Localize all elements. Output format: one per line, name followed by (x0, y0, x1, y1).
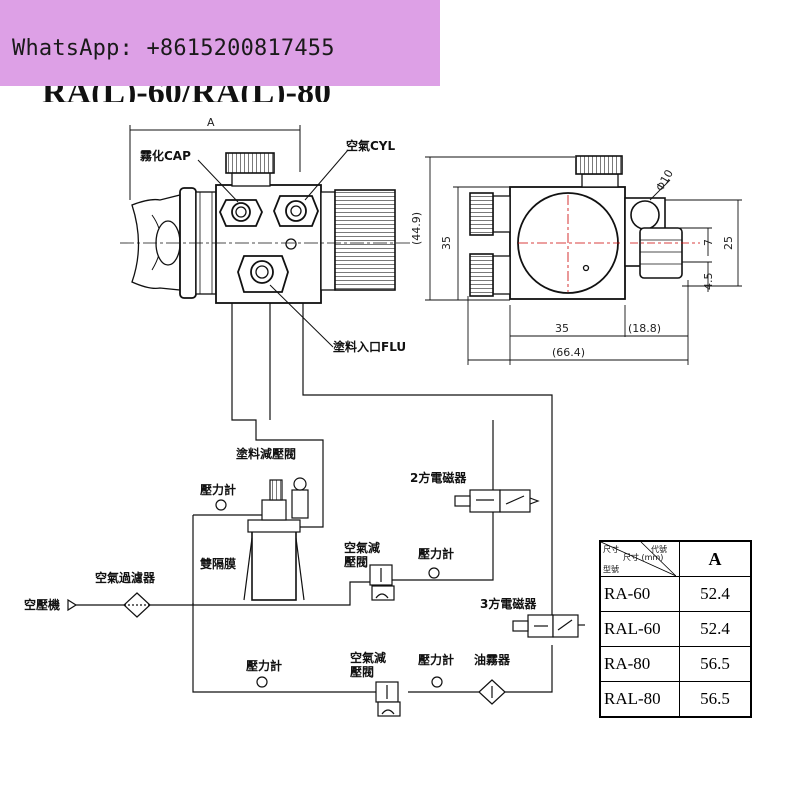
spec-model: RA-80 (599, 646, 680, 682)
spec-table: 尺寸 尺寸 (mm) 代號 型號 A RA-60 52.4 RAL-60 52.… (599, 540, 752, 718)
spec-corner-cell: 尺寸 尺寸 (mm) 代號 型號 (599, 540, 680, 577)
schematic-lines (67, 303, 585, 717)
label-pressure-gauge-2: 壓力計 (418, 546, 454, 561)
label-air-compressor: 空壓機 (24, 597, 60, 612)
dim-4-5: 4.5 (702, 273, 715, 291)
spec-model: RAL-60 (599, 611, 680, 647)
dim-total-height: (44.9) (410, 212, 423, 245)
whatsapp-contact: WhatsApp: +8615200817455 (12, 36, 335, 61)
side-view (425, 155, 742, 365)
corner-diagonals (601, 542, 676, 576)
corner-size: 尺寸 (603, 545, 619, 554)
spec-row: RAL-60 52.4 (599, 611, 752, 647)
spec-row: RAL-80 56.5 (599, 681, 752, 718)
spec-row: RA-60 52.4 (599, 576, 752, 612)
corner-size-unit: 尺寸 (mm) (623, 553, 664, 562)
spec-value: 56.5 (679, 646, 752, 682)
label-pressure-gauge-3: 壓力計 (246, 658, 282, 673)
spec-header-a: A (679, 540, 752, 577)
label-paint-regulator: 塗料減壓閥 (236, 446, 296, 461)
label-2way-valve: 2方電磁器 (410, 470, 467, 485)
spec-value: 52.4 (679, 576, 752, 612)
spec-row: RA-80 56.5 (599, 646, 752, 682)
dim-25: 25 (722, 236, 735, 250)
label-air-cylinder: 空氣CYL (346, 138, 395, 153)
label-lubricator: 油霧器 (474, 652, 511, 667)
label-atomizing-cap: 霧化CAP (140, 148, 191, 163)
label-pressure-gauge-4: 壓力計 (418, 652, 454, 667)
label-3way-valve: 3方電磁器 (480, 596, 537, 611)
corner-model: 型號 (603, 565, 619, 574)
spec-value: 56.5 (679, 681, 752, 718)
spec-value: 52.4 (679, 611, 752, 647)
label-double-diaphragm: 雙隔膜 (200, 556, 236, 571)
spec-model: RAL-80 (599, 681, 680, 718)
dim-height: 35 (440, 236, 453, 250)
dim-18-8: (18.8) (628, 322, 661, 335)
label-pressure-gauge-1: 壓力計 (200, 482, 236, 497)
whatsapp-banner: WhatsApp: +8615200817455 (0, 0, 440, 86)
dim-66-4: (66.4) (552, 346, 585, 359)
spec-model: RA-60 (599, 576, 680, 612)
corner-code: 代號 (651, 545, 667, 554)
dim-7: 7 (702, 239, 715, 246)
spec-header-row: 尺寸 尺寸 (mm) 代號 型號 A (599, 540, 752, 577)
diagram-title: RA(L)-60/RA(L)-80 (42, 84, 331, 102)
label-air-regulator-2: 空氣減壓閥 (350, 650, 386, 679)
dim-35: 35 (555, 322, 569, 335)
label-fluid-inlet: 塗料入口FLU (333, 339, 406, 354)
front-view (120, 125, 410, 348)
dim-a: A (207, 116, 215, 129)
label-air-regulator-1: 空氣減壓閥 (344, 540, 380, 569)
dim-diameter: Φ10 (653, 167, 676, 193)
label-air-filter: 空氣過濾器 (95, 570, 156, 585)
